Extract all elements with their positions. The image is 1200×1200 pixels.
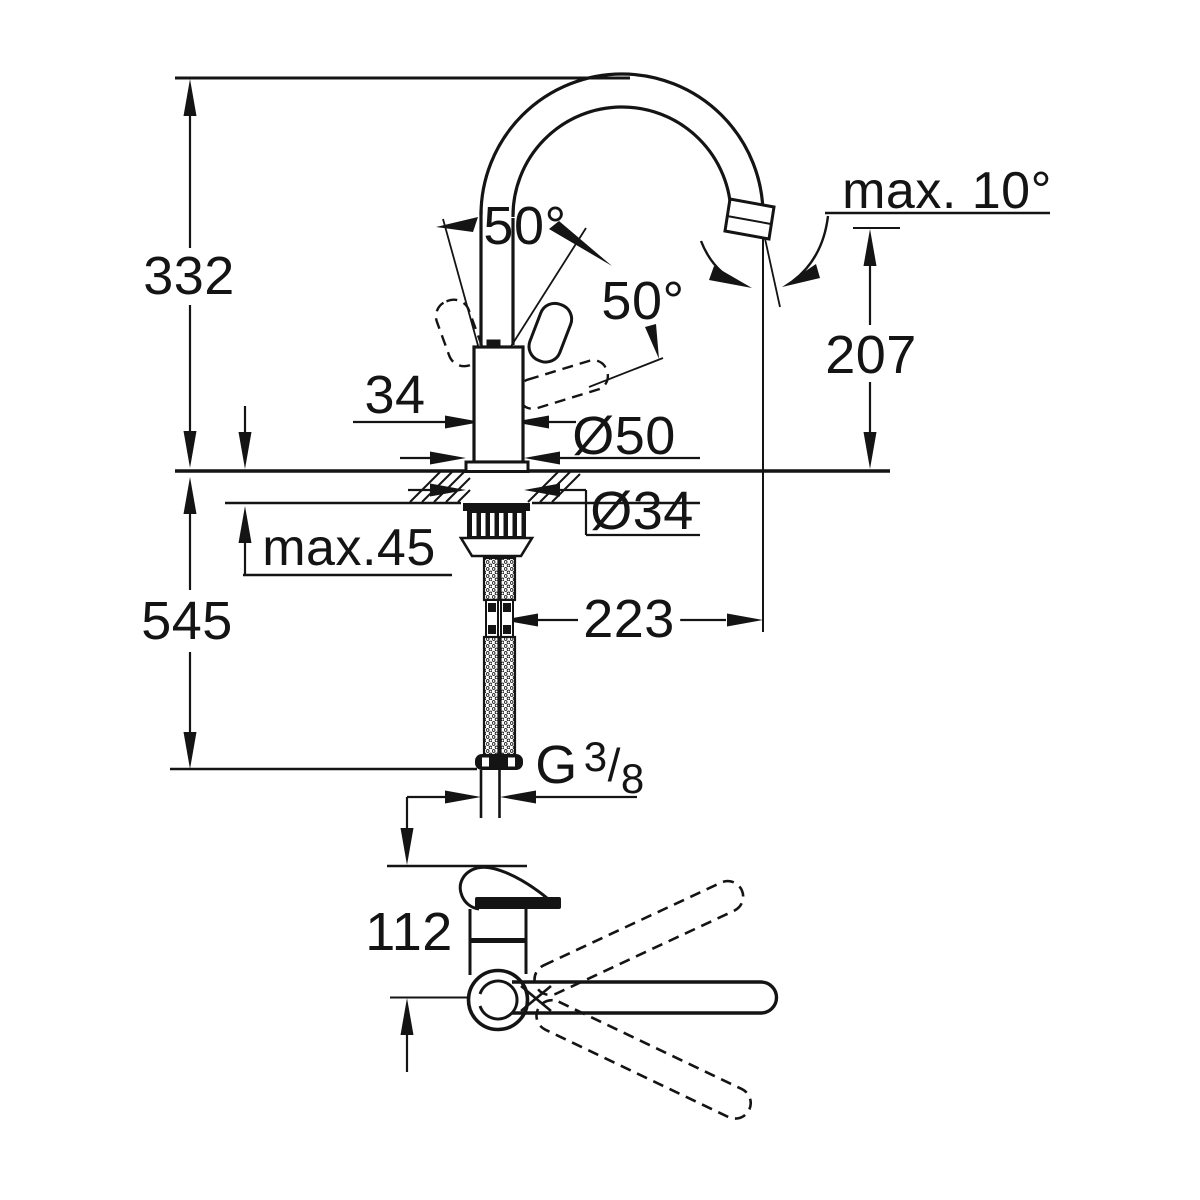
base-flange [464, 460, 530, 473]
pivot-cross [520, 985, 552, 1012]
lever-solid [527, 301, 574, 364]
plan-lever-dashed-up [533, 879, 745, 997]
plan-lever-dashed-down [535, 998, 753, 1120]
spout [479, 72, 776, 241]
angle-arrow-mid [549, 221, 612, 266]
pivot-outer-circle [466, 968, 530, 1032]
body-cylinder [472, 345, 525, 464]
mounting-hardware [458, 503, 535, 818]
mounting-washer [463, 503, 530, 511]
dim-545-lines [170, 477, 477, 771]
dim-outlet-height-label: 207 [820, 328, 922, 382]
dim-34-lines [353, 415, 576, 429]
dim-223-lines [502, 225, 764, 632]
dim-207-lines [853, 227, 900, 469]
dim-hole-diameter-label: Ø34 [590, 481, 694, 541]
hose-braid-lower-right [499, 635, 517, 757]
angle-line-low [588, 357, 664, 388]
dim-max45-lines [238, 406, 452, 577]
thread-numerator: 3 [583, 733, 608, 780]
mounting-nut [467, 511, 526, 538]
dim-handle-clearance-label: 34 [364, 365, 426, 425]
plan-lever-solid [512, 980, 779, 1015]
hose-braid-lower-left [482, 635, 500, 757]
dim-g38-lines [407, 790, 637, 804]
plan-handle [458, 865, 779, 1120]
dim-handle-angle-lower-label: 50° [601, 271, 685, 331]
nut-cone [458, 536, 535, 558]
dim-handle-angle-upper-label: 50° [483, 196, 567, 256]
dim-projection-label: 223 [578, 592, 680, 646]
thread-slash: / [607, 739, 621, 791]
handle-base-divider [470, 938, 526, 943]
pivot-inner-circle [478, 979, 519, 1021]
lever-tip-outline [458, 865, 548, 911]
dim-spout-tilt-label: max. 10° [842, 162, 1052, 220]
hose-braid-upper-left [482, 556, 500, 602]
dim-332-lines [183, 79, 197, 468]
angle-arrow-left [436, 217, 478, 232]
thread-prefix: G [535, 735, 578, 795]
dim-dia34-lines [408, 483, 700, 537]
thread-denominator: 8 [620, 755, 645, 802]
dim-lever-offset-label: 112 [360, 905, 458, 959]
dim-dia50-lines [400, 451, 700, 465]
angle-arrow-low [645, 324, 659, 359]
dim-total-height-label: 545 [136, 594, 238, 648]
dim-deck-thickness-label: max.45 [262, 519, 436, 577]
riser-pipe [479, 210, 515, 345]
faucet-body [434, 210, 664, 473]
handle-hub [486, 339, 501, 348]
hose-braid-upper-right [499, 556, 517, 602]
dim-base-diameter-label: Ø50 [572, 406, 676, 466]
dim-max10-lines [699, 211, 1050, 308]
aerator [723, 197, 776, 241]
thread-tail [479, 770, 501, 818]
lever-dashed-left [434, 298, 484, 368]
side-view [170, 72, 1050, 818]
dim-spout-height-label: 332 [138, 249, 240, 303]
lever-edge-band [475, 897, 561, 909]
plan-view [387, 797, 779, 1120]
